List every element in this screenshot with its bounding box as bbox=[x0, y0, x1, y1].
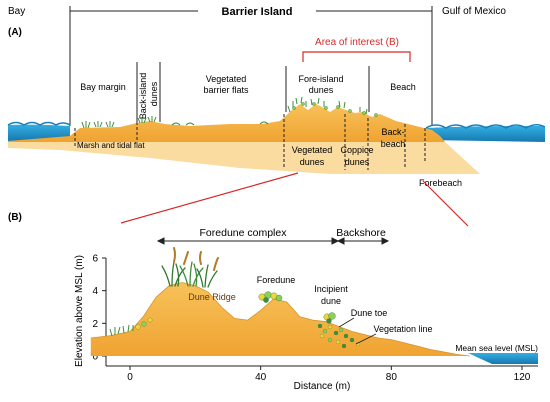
x-tick-label: 120 bbox=[514, 372, 531, 383]
backshore-vegetation bbox=[317, 323, 361, 349]
vegetation-line-pointer bbox=[355, 333, 377, 345]
zone-fore-island-line1: Fore-island bbox=[298, 74, 343, 84]
gulf-waves bbox=[425, 124, 546, 129]
panel-a-label: (A) bbox=[8, 27, 22, 38]
y-tick-label: 6 bbox=[92, 254, 98, 265]
zoom-line-left bbox=[120, 172, 299, 224]
y-tick-label: 2 bbox=[92, 319, 98, 330]
sea-water bbox=[468, 353, 538, 364]
y-axis-label: Elevation above MSL (m) bbox=[74, 255, 85, 367]
dune-ridge-grass bbox=[161, 247, 219, 288]
foredune-complex-arrow bbox=[156, 237, 340, 245]
zone-back-island-line1: Back-island bbox=[138, 73, 148, 120]
incipient-dune-shrubs bbox=[323, 312, 336, 324]
panel-a-vegetation bbox=[81, 96, 368, 129]
vegetated-dunes-line1: Vegetated bbox=[292, 145, 333, 155]
zone-vegetated-line1: Vegetated bbox=[206, 74, 247, 84]
zone-vegetated-line2: barrier flats bbox=[203, 85, 249, 95]
x-tick-label: 80 bbox=[386, 372, 398, 383]
area-of-interest-bracket bbox=[302, 51, 411, 62]
barrier-island-label: Barrier Island bbox=[222, 6, 293, 18]
vegetation-line-label: Vegetation line bbox=[373, 324, 432, 334]
coppice-line2: dunes bbox=[345, 157, 370, 167]
zone-beach: Beach bbox=[390, 82, 416, 92]
zone-fore-island-line2: dunes bbox=[309, 85, 334, 95]
bay-label: Bay bbox=[8, 6, 25, 17]
forebeach-label: Forebeach bbox=[419, 178, 462, 188]
dune-toe-pointer bbox=[338, 317, 355, 328]
panel-a-dashed-dividers bbox=[74, 114, 426, 170]
msl-label: Mean sea level (MSL) bbox=[455, 343, 538, 353]
y-tick-label: 4 bbox=[92, 286, 98, 297]
island-profile bbox=[8, 104, 445, 142]
y-tick-label: 0 bbox=[92, 352, 98, 363]
incipient-dune-line1: Incipient bbox=[314, 284, 348, 294]
backshore-label: Backshore bbox=[336, 227, 386, 239]
island-subsurface bbox=[8, 142, 480, 174]
incipient-dune-line2: dune bbox=[321, 296, 341, 306]
panel-b: (B) Foredune complex Backshore 0 2 4 6 0 40 8… bbox=[8, 212, 538, 392]
beach-profile-line bbox=[90, 282, 470, 357]
bay-water bbox=[8, 124, 70, 141]
panel-a: (A) Bay Barrier Island Gulf of Mexico Ar… bbox=[7, 6, 546, 188]
panel-a-shrubs bbox=[292, 102, 378, 117]
bay-side-grass bbox=[109, 324, 134, 337]
gulf-water bbox=[426, 126, 545, 142]
x-tick-label: 40 bbox=[255, 372, 267, 383]
backbeach-line2: beach bbox=[381, 139, 406, 149]
y-ticks: 0 2 4 6 bbox=[92, 254, 106, 363]
foredune-shrubs bbox=[258, 291, 283, 303]
foredune-label: Foredune bbox=[257, 275, 296, 285]
dune-toe-label: Dune toe bbox=[351, 308, 388, 318]
x-tick-label: 0 bbox=[127, 372, 133, 383]
panel-b-label: (B) bbox=[8, 212, 22, 223]
foredune-complex-label: Foredune complex bbox=[200, 227, 288, 239]
bay-side-flowers bbox=[135, 317, 153, 330]
vegetated-dunes-line2: dunes bbox=[300, 157, 325, 167]
zoom-line-right bbox=[422, 180, 469, 227]
coppice-line1: Coppice bbox=[340, 145, 373, 155]
x-ticks: 0 40 80 120 bbox=[127, 366, 531, 383]
dune-ridge-label: Dune Ridge bbox=[188, 292, 236, 302]
area-of-interest-label: Area of interest (B) bbox=[315, 37, 399, 48]
marsh-label: Marsh and tidal flat bbox=[77, 141, 145, 150]
bay-waves bbox=[7, 121, 71, 126]
zone-bay-margin: Bay margin bbox=[80, 82, 126, 92]
beach-profile-area bbox=[90, 282, 470, 356]
zone-back-island-line2: dunes bbox=[149, 81, 159, 106]
x-axis-label: Distance (m) bbox=[294, 381, 351, 392]
backbeach-line1: Back- bbox=[381, 127, 404, 137]
backshore-arrow bbox=[336, 237, 390, 245]
gulf-label: Gulf of Mexico bbox=[442, 6, 506, 17]
